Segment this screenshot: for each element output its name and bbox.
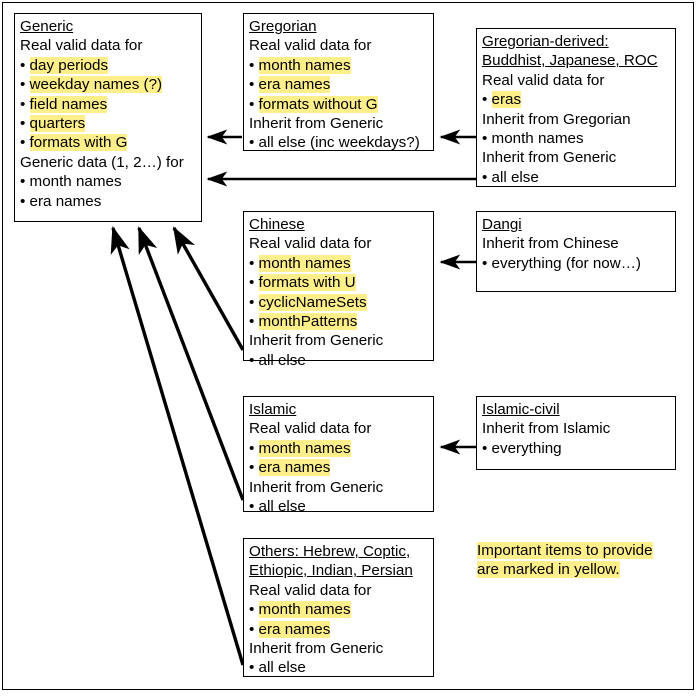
box-dangi-title: Dangi <box>482 216 522 233</box>
box-generic-line-6: Generic data (1, 2…) for <box>20 153 184 171</box>
box-gregorian-derived-line-0: Real valid data for <box>482 71 605 89</box>
box-gregorian-derived-line-3: • month names <box>482 130 584 148</box>
box-gregorian-line-3: • formats without G <box>249 95 378 113</box>
legend-note-line-1: Important items to provide <box>477 542 653 559</box>
box-dangi[interactable]: Dangi Inherit from Chinese • everything … <box>476 211 676 292</box>
box-chinese[interactable]: Chinese Real valid data for • month name… <box>243 211 434 369</box>
box-generic-line-4: • quarters <box>20 115 86 133</box>
box-generic[interactable]: Generic Real valid data for • day period… <box>14 13 202 222</box>
box-generic-line-2: • weekday names (?) <box>20 76 163 94</box>
box-islamic-line-4: • all else <box>249 498 306 516</box>
box-islamic-line-0: Real valid data for <box>249 420 372 438</box>
box-islamic-civil-line-1: • everything <box>482 439 562 457</box>
box-generic-line-3: • field names <box>20 95 108 113</box>
box-islamic-civil-line-0: Inherit from Islamic <box>482 420 611 438</box>
legend-note-line-2: are marked in yellow. <box>477 561 620 579</box>
box-others-line-4: • all else <box>249 659 306 677</box>
box-gregorian-derived[interactable]: Gregorian-derived: Buddhist, Japanese, R… <box>476 28 676 187</box>
box-others-line-0: Real valid data for <box>249 581 372 599</box>
box-gregorian-derived-line-2: Inherit from Gregorian <box>482 110 631 128</box>
box-others[interactable]: Others: Hebrew, Coptic, Ethiopic, Indian… <box>243 538 434 677</box>
box-islamic-line-2: • era names <box>249 459 331 477</box>
box-others-line-1: • month names <box>249 601 351 619</box>
box-islamic-line-3: Inherit from Generic <box>249 478 384 496</box>
box-islamic-civil[interactable]: Islamic-civil Inherit from Islamic • eve… <box>476 396 676 470</box>
box-dangi-line-1: • everything (for now…) <box>482 254 641 272</box>
box-chinese-line-3: • cyclicNameSets <box>249 293 367 311</box>
box-islamic-line-1: • month names <box>249 439 351 457</box>
box-generic-line-7: • month names <box>20 173 122 191</box>
box-gregorian[interactable]: Gregorian Real valid data for • month na… <box>243 13 434 151</box>
box-generic-line-0: Real valid data for <box>20 37 143 55</box>
box-gregorian-line-1: • month names <box>249 56 351 74</box>
box-chinese-line-5: Inherit from Generic <box>249 332 384 350</box>
box-islamic[interactable]: Islamic Real valid data for • month name… <box>243 396 434 515</box>
box-gregorian-derived-line-1: • eras <box>482 91 522 109</box>
box-chinese-line-1: • month names <box>249 254 351 272</box>
box-gregorian-line-2: • era names <box>249 76 331 94</box>
box-gregorian-derived-line-5: • all else <box>482 168 539 186</box>
box-gregorian-derived-title: Gregorian-derived: <box>482 33 609 50</box>
box-gregorian-title: Gregorian <box>249 18 317 35</box>
box-chinese-line-4: • monthPatterns <box>249 313 358 331</box>
box-generic-line-1: • day periods <box>20 56 109 74</box>
box-chinese-line-0: Real valid data for <box>249 235 372 253</box>
box-gregorian-line-5: • all else (inc weekdays?) <box>249 134 420 152</box>
box-others-line-2: • era names <box>249 620 331 638</box>
box-gregorian-derived-title2: Buddhist, Japanese, ROC <box>482 52 658 70</box>
box-gregorian-derived-line-4: Inherit from Generic <box>482 149 617 167</box>
box-others-title: Others: Hebrew, Coptic, <box>249 543 411 560</box>
box-chinese-line-2: • formats with U <box>249 274 356 292</box>
box-generic-line-8: • era names <box>20 192 102 210</box>
box-others-line-3: Inherit from Generic <box>249 640 384 658</box>
box-islamic-civil-title: Islamic-civil <box>482 401 560 418</box>
box-chinese-line-6: • all else <box>249 351 306 369</box>
box-islamic-title: Islamic <box>249 401 297 418</box>
box-gregorian-line-0: Real valid data for <box>249 37 372 55</box>
box-others-title2: Ethiopic, Indian, Persian <box>249 562 413 580</box>
box-chinese-title: Chinese <box>249 216 305 233</box>
box-gregorian-line-4: Inherit from Generic <box>249 115 384 133</box>
box-generic-title: Generic <box>20 18 74 35</box>
box-dangi-line-0: Inherit from Chinese <box>482 235 619 253</box>
box-generic-line-5: • formats with G <box>20 134 128 152</box>
legend-note: Important items to provide are marked in… <box>477 541 653 580</box>
